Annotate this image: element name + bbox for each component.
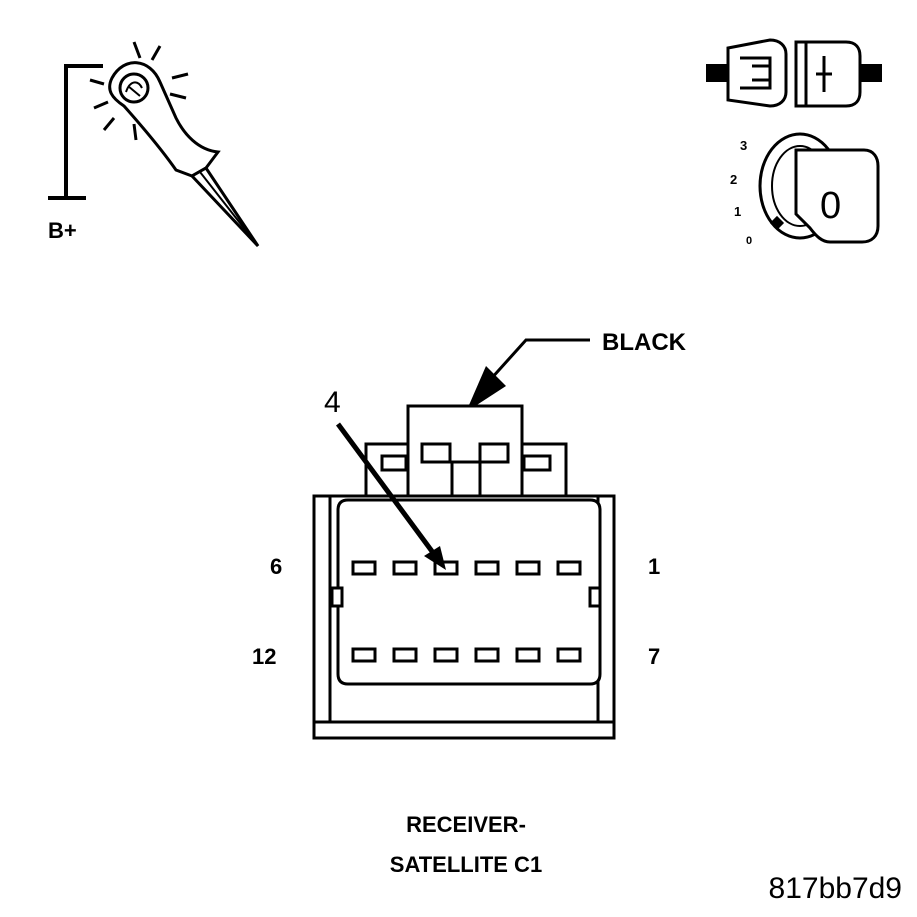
pin-cavity-6 — [351, 560, 377, 576]
pin-cavity-3 — [474, 560, 500, 576]
pin-cavity-7 — [556, 647, 582, 663]
ignition-position-2: 2 — [730, 172, 737, 187]
pin-cavity-2 — [515, 560, 541, 576]
pin-cavities — [351, 560, 582, 663]
pin-label-bottom-left: 12 — [252, 644, 276, 669]
supply-label: B+ — [48, 218, 77, 243]
connector-name-line1: RECEIVER- — [406, 812, 526, 837]
ignition-position-3: 3 — [740, 138, 747, 153]
pin-cavity-12 — [351, 647, 377, 663]
pin-label-top-left: 6 — [270, 554, 282, 579]
pin-label-bottom-right: 7 — [648, 644, 660, 669]
disconnect-connector-icon — [706, 38, 882, 108]
highlight-pin-number: 4 — [324, 386, 341, 419]
ignition-position-1: 1 — [734, 204, 741, 219]
pin-cavity-9 — [474, 647, 500, 663]
ignition-key-icon: 0 3 2 1 0 — [730, 132, 880, 247]
color-callout: BLACK — [466, 329, 687, 412]
pin-cavity-1 — [556, 560, 582, 576]
pin-cavity-10 — [433, 647, 459, 663]
key-position-text: 0 — [820, 185, 841, 227]
pin-cavity-8 — [515, 647, 541, 663]
pin-cavity-5 — [392, 560, 418, 576]
connector-color-label: BLACK — [602, 329, 687, 356]
test-light-probe-icon: B+ — [48, 41, 260, 248]
figure-id: 817bb7d9 — [769, 872, 902, 905]
pin-label-top-right: 1 — [648, 554, 660, 579]
connector-body — [312, 404, 616, 740]
connector-name-line2: SATELLITE C1 — [390, 852, 542, 877]
pin-4-indicator-arrow — [335, 422, 446, 570]
pin-cavity-11 — [392, 647, 418, 663]
ignition-position-0: 0 — [746, 235, 752, 247]
